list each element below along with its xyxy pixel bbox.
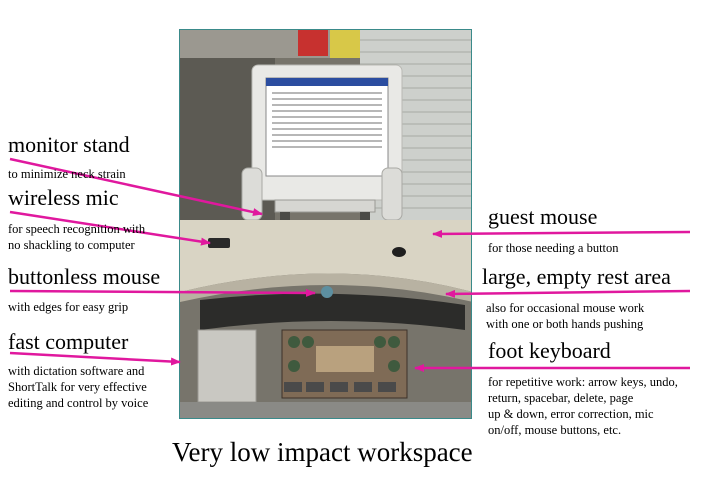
foot-keyboard-title: foot keyboard: [488, 338, 611, 363]
label-rest-area: large, empty rest area also for occasion…: [482, 264, 671, 332]
monitor-screen: [265, 77, 389, 177]
computer-tower: [197, 329, 257, 403]
rest-area-desc-line1: also for occasional mouse work: [486, 301, 645, 315]
shelf-binders: [330, 30, 360, 58]
rest-area-title: large, empty rest area: [482, 264, 671, 289]
workspace-photo-drawing: [180, 30, 471, 418]
wireless-mic-desc-line2: no shackling to computer: [8, 238, 135, 252]
label-fast-computer: fast computer with dictation software an…: [8, 329, 148, 411]
buttonless-mouse: [321, 286, 333, 298]
arrow-wireless-mic: [9, 210, 211, 246]
arrow-guest-mouse: [432, 229, 691, 238]
rest-area-desc-line2: with one or both hands pushing: [486, 317, 644, 331]
label-foot-keyboard: foot keyboard for repetitive work: arrow…: [488, 338, 678, 438]
wireless-mic-desc-line1: for speech recognition with: [8, 222, 146, 236]
foot-keyboard-desc-line1: for repetitive work: arrow keys, undo,: [488, 375, 678, 389]
arrow-fast-computer: [9, 351, 181, 366]
fast-computer-desc-line1: with dictation software and: [8, 364, 145, 378]
rest-area-tray: [200, 293, 465, 330]
guest-mouse-title: guest mouse: [488, 204, 598, 229]
arrow-monitor-stand: [9, 157, 263, 216]
desk-edge: [180, 273, 471, 302]
wireless-mic-title: wireless mic: [8, 185, 119, 210]
label-wireless-mic: wireless mic for speech recognition with…: [8, 185, 145, 253]
arrow-rest-area: [445, 289, 691, 298]
monitor-stand-desc: to minimize neck strain: [8, 167, 126, 181]
label-monitor-stand: monitor stand to minimize neck strain: [8, 132, 130, 182]
figure-caption: Very low impact workspace: [172, 437, 473, 467]
carpet: [180, 402, 471, 418]
monitor-stand-top: [274, 199, 376, 213]
foot-keyboard-desc-line4: on/off, mouse buttons, etc.: [488, 423, 622, 437]
fast-computer-title: fast computer: [8, 329, 129, 354]
buttonless-mouse-desc: with edges for easy grip: [8, 300, 129, 314]
workspace-photo: [179, 29, 472, 419]
arrow-buttonless-mouse: [9, 288, 316, 297]
monitor-stand-title: monitor stand: [8, 132, 130, 157]
guest-mouse: [392, 247, 406, 257]
desk-surface: [180, 220, 471, 292]
label-guest-mouse: guest mouse for those needing a button: [488, 204, 619, 256]
foot-keyboard-desc-line2: return, spacebar, delete, page: [488, 391, 634, 405]
fast-computer-desc-line3: editing and control by voice: [8, 396, 149, 410]
shelf-item: [298, 30, 328, 56]
fast-computer-desc-line2: ShortTalk for very effective: [8, 380, 147, 394]
buttonless-mouse-title: buttonless mouse: [8, 264, 161, 289]
guest-mouse-desc: for those needing a button: [488, 241, 619, 255]
foot-keyboard-desc-line3: up & down, error correction, mic: [488, 407, 654, 421]
mic-receiver: [208, 238, 230, 248]
label-buttonless-mouse: buttonless mouse with edges for easy gri…: [8, 264, 160, 315]
